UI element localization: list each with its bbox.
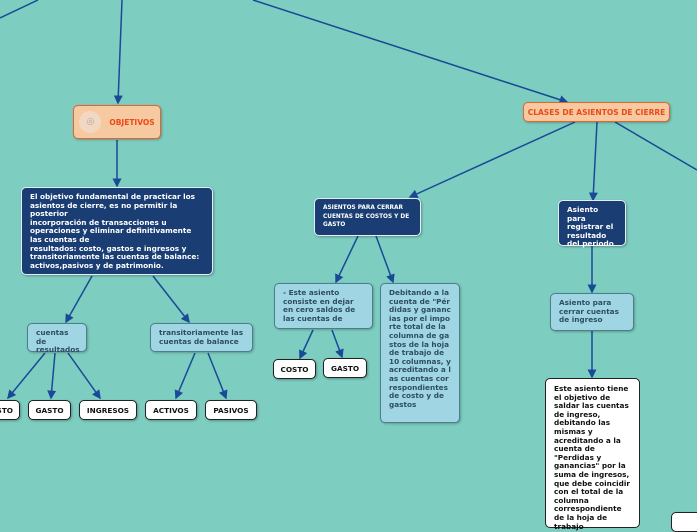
leaf-costo-left[interactable]: COSTO — [0, 400, 20, 420]
connector — [252, 0, 569, 104]
objetivos-node[interactable]: ◎ OBJETIVOS — [73, 105, 161, 139]
leaf-costo-left-label: COSTO — [0, 405, 13, 415]
connector — [335, 235, 359, 284]
cuentas-resultados-label: cuentas de resultados — [36, 328, 80, 355]
connector — [207, 352, 228, 400]
connector — [588, 121, 598, 202]
asientos-costos-label: ASIENTOS PARA CERRAR CUENTAS DE COSTOS Y… — [323, 205, 410, 229]
debitando-node[interactable]: Debitando a la cuenta de "Pérdidas y gan… — [380, 283, 460, 423]
connector — [0, 0, 39, 19]
leaf-costo-label: COSTO — [280, 364, 309, 374]
connector — [47, 352, 57, 400]
connector — [67, 352, 101, 400]
connector — [65, 275, 93, 324]
leaf-ingresos-label: INGRESOS — [86, 405, 130, 415]
leaf-costo[interactable]: COSTO — [273, 359, 316, 379]
connector — [408, 121, 576, 198]
connector — [614, 121, 697, 171]
debitando-label: Debitando a la cuenta de "Pérdidas y gan… — [389, 288, 451, 409]
asiento-resultado-label: Asiento para registrar el resultado del … — [567, 205, 614, 249]
ingreso-description-node[interactable]: Este asiento tiene el objetivo de saldar… — [545, 378, 640, 531]
leaf-pasivos-label: PASIVOS — [213, 405, 249, 415]
clases-node[interactable]: CLASES DE ASIENTOS DE CIERRE — [523, 102, 670, 122]
leaf-gasto-left[interactable]: GASTO — [28, 400, 71, 420]
connector — [331, 329, 344, 359]
offscreen-node[interactable] — [671, 512, 697, 532]
ingreso-description-label: Este asiento tiene el objetivo de saldar… — [554, 384, 630, 531]
leaf-ingresos[interactable]: INGRESOS — [79, 400, 137, 420]
clases-label: CLASES DE ASIENTOS DE CIERRE — [527, 107, 666, 117]
leaf-gasto[interactable]: GASTO — [323, 358, 367, 378]
leaf-pasivos[interactable]: PASIVOS — [205, 400, 257, 420]
connector-layer — [0, 0, 697, 400]
connector — [7, 352, 46, 400]
asiento-ingreso-node[interactable]: Asiento para cerrar cuentas de ingreso — [550, 293, 634, 331]
connector — [152, 275, 190, 324]
leaf-gasto-left-label: GASTO — [35, 405, 64, 415]
cuentas-resultados-node[interactable]: cuentas de resultados — [27, 323, 87, 355]
connector — [174, 352, 196, 400]
leaf-gasto-label: GASTO — [330, 363, 360, 373]
asiento-ingreso-label: Asiento para cerrar cuentas de ingreso — [559, 298, 619, 325]
connector — [375, 235, 395, 284]
transitoriamente-label: transitoriamente las cuentas de balance — [159, 328, 244, 346]
connector — [299, 329, 314, 360]
objetivos-label: OBJETIVOS — [109, 117, 155, 127]
objetivo-description-node[interactable]: El objetivo fundamental de practicar los… — [21, 187, 213, 275]
asientos-costos-node[interactable]: ASIENTOS PARA CERRAR CUENTAS DE COSTOS Y… — [314, 198, 421, 236]
este-asiento-node[interactable]: - Este asiento consiste en dejar en cero… — [274, 283, 373, 329]
este-asiento-label: - Este asiento consiste en dejar en cero… — [283, 288, 356, 323]
leaf-activos[interactable]: ACTIVOS — [145, 400, 197, 420]
asiento-resultado-node[interactable]: Asiento para registrar el resultado del … — [558, 200, 626, 249]
connector — [113, 0, 123, 105]
target-icon: ◎ — [79, 111, 102, 133]
leaf-activos-label: ACTIVOS — [153, 405, 189, 415]
transitoriamente-node[interactable]: transitoriamente las cuentas de balance — [150, 323, 253, 352]
